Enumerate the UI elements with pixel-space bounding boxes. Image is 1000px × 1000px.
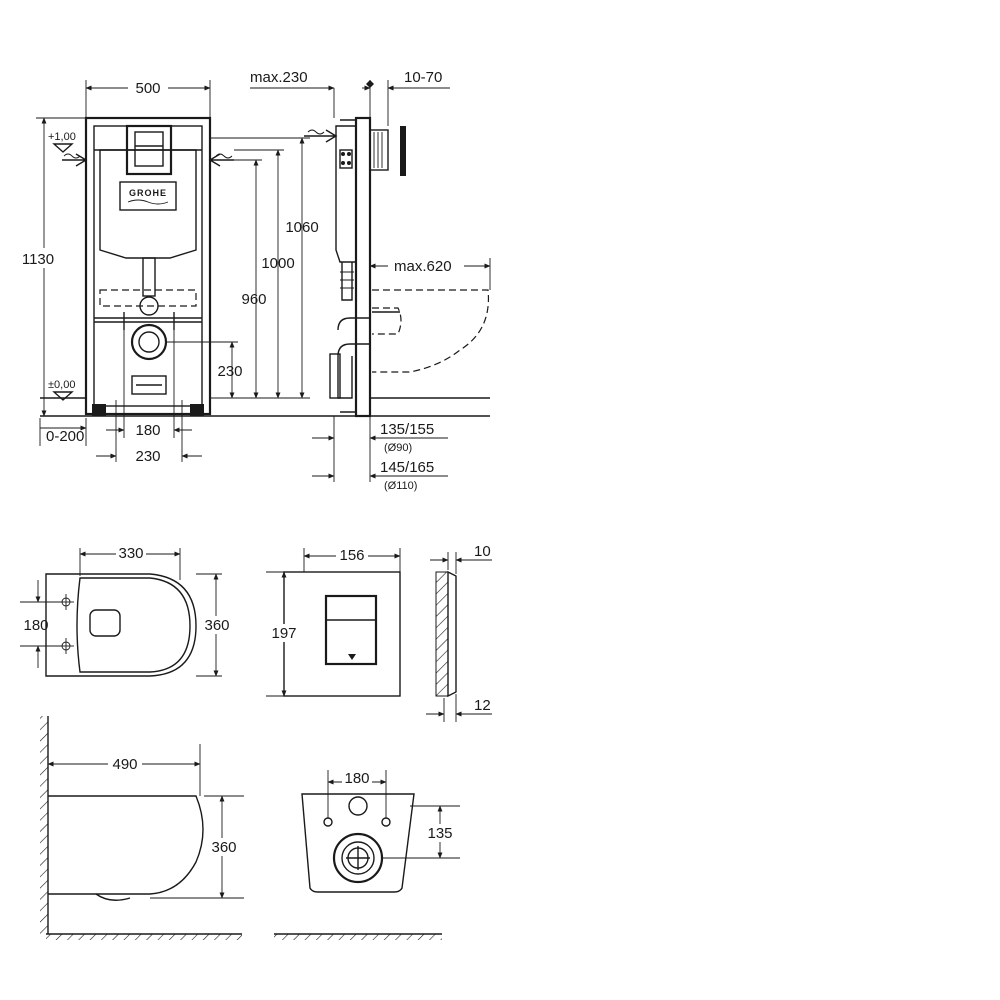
water-inlet-left-icon	[62, 153, 88, 167]
cistern	[99, 149, 197, 259]
dim-960: 960	[241, 291, 266, 308]
dim-360-side: 360	[211, 839, 236, 856]
dim-230-width: 230	[135, 448, 160, 465]
dim-max-230: max.230	[250, 69, 308, 86]
flush-small-icon	[348, 654, 356, 660]
dim-frame-height: 1130	[22, 251, 54, 268]
dim-330: 330	[118, 545, 143, 562]
bowl-rear-view: 180 135	[274, 770, 460, 940]
flush-plate-outline	[283, 571, 401, 697]
dim-360-top: 360	[204, 617, 229, 634]
dim-d110: (Ø110)	[384, 480, 417, 492]
dim-10: 10	[474, 543, 491, 560]
dim-max-620: max.620	[394, 258, 452, 275]
brand-logo: GROHE	[129, 188, 167, 198]
frame-side-view: max.230 10-70 max.620 135/155 (Ø90) 145/…	[250, 69, 491, 492]
dim-d90: (Ø90)	[384, 442, 412, 454]
frame-outline	[84, 116, 212, 416]
frame-foot-right	[190, 404, 204, 416]
dim-1000: 1000	[261, 255, 294, 272]
rear-hole-right	[381, 817, 391, 827]
dim-230-height: 230	[217, 363, 242, 380]
flush-button	[324, 594, 378, 666]
dim-frame-width: 500	[135, 80, 160, 97]
plate-side-profile	[447, 570, 457, 698]
water-inlet-right-icon	[208, 153, 234, 167]
bowl-opening	[89, 609, 121, 637]
frame-foot-left	[92, 404, 106, 416]
dim-12: 12	[474, 697, 491, 714]
flush-plate-view: 156 197	[264, 546, 401, 697]
level-top-icon	[52, 143, 74, 153]
flush-plate-side-view: 10 12	[426, 543, 492, 722]
level-floor-label: ±0,00	[48, 379, 75, 391]
rear-inlet	[348, 796, 368, 816]
dim-1060: 1060	[285, 219, 318, 236]
side-cistern	[335, 125, 357, 263]
side-bowl-dashed	[372, 289, 490, 373]
level-floor-icon	[52, 391, 74, 401]
dim-180-front: 180	[135, 422, 160, 439]
dim-180-rear: 180	[344, 770, 369, 787]
dim-156: 156	[339, 547, 364, 564]
bowl-side-view: 490 360	[40, 716, 244, 940]
dim-135: 135	[427, 825, 452, 842]
bowl-top-view: 330 180 360	[20, 544, 232, 677]
side-flush-plate	[400, 126, 406, 176]
level-top-label: +1,00	[48, 131, 76, 143]
dim-197: 197	[271, 625, 296, 642]
bowl-top-outline	[45, 573, 197, 677]
side-frame-upright	[354, 116, 372, 418]
dim-135-155: 135/155	[380, 421, 434, 438]
dim-0-200: 0-200	[46, 428, 84, 445]
bowl-side-outline	[48, 795, 204, 895]
rear-hole-left	[323, 817, 333, 827]
side-water-inlet-icon	[304, 129, 338, 143]
dim-145-165: 145/165	[380, 459, 434, 476]
dim-490: 490	[112, 756, 137, 773]
frame-front-view: GROHE 500 1130	[16, 78, 330, 465]
flush-plate-front	[125, 124, 173, 176]
dim-10-70: 10-70	[404, 69, 442, 86]
dim-180-holes: 180	[23, 617, 48, 634]
drain-outlet	[130, 323, 168, 361]
brand-plate	[119, 181, 177, 211]
bowl-rear-outline	[301, 793, 415, 893]
